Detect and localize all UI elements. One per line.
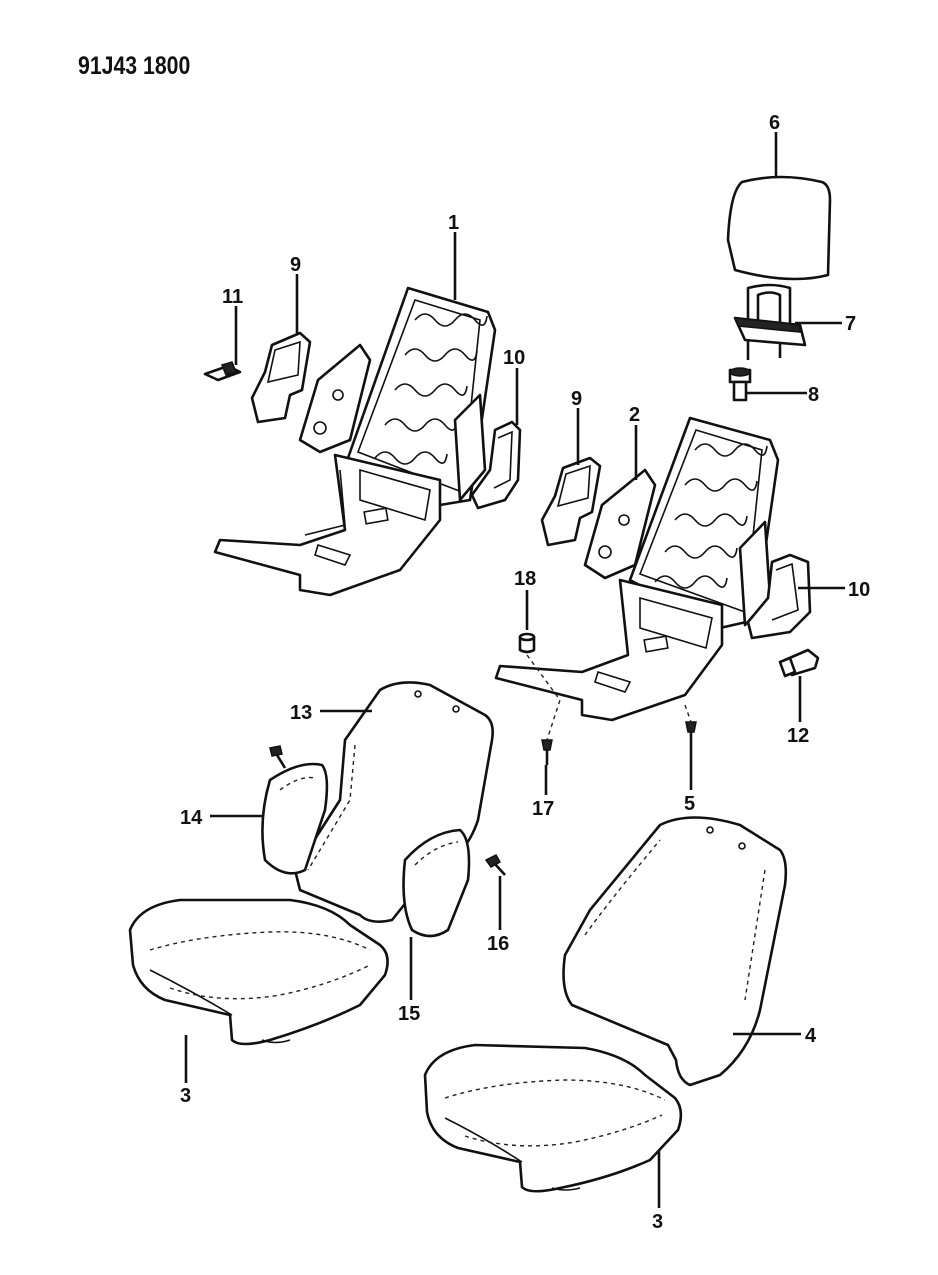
callout-10: 10 [848, 579, 870, 601]
callout-11: 11 [222, 286, 243, 308]
headrest-guide [733, 283, 807, 360]
callout-2: 2 [629, 404, 640, 426]
left-seat-frame [213, 286, 497, 597]
knob-12 [778, 648, 820, 678]
callout-10: 10 [503, 347, 525, 369]
side-bolster-14 [261, 762, 329, 875]
screw-14 [269, 745, 287, 769]
callout-14: 14 [180, 807, 203, 829]
callout-13: 13 [290, 702, 312, 724]
callout-labels: 1 2 3 3 4 5 6 7 8 9 9 10 10 11 12 13 14 … [180, 112, 870, 1233]
recliner-cover-9-left [250, 331, 312, 424]
headrest-sleeve [728, 367, 752, 402]
callout-3: 3 [652, 1211, 663, 1233]
seat-cushion-3-left [128, 898, 389, 1046]
callout-12: 12 [787, 725, 809, 747]
callout-4: 4 [805, 1025, 817, 1047]
seat-cushion-3-right [423, 1043, 683, 1193]
callout-7: 7 [845, 313, 856, 335]
callout-9: 9 [290, 254, 301, 276]
seat-back-assembly-4 [562, 816, 788, 1087]
callout-3: 3 [180, 1085, 191, 1107]
leader-lines [184, 132, 845, 1208]
right-seat-frame [494, 416, 780, 722]
side-bolster-15 [402, 828, 471, 938]
screw-17 [541, 739, 553, 765]
callout-8: 8 [808, 384, 819, 406]
callout-15: 15 [398, 1003, 420, 1025]
callout-5: 5 [684, 793, 695, 815]
recliner-cover-9-right [540, 456, 602, 547]
callout-17: 17 [532, 798, 554, 820]
diagram-code: 91J43 1800 [78, 52, 191, 80]
callout-16: 16 [487, 933, 509, 955]
cap-18 [518, 632, 536, 654]
recliner-cover-10-right [746, 553, 812, 640]
recliner-cover-10-left [470, 420, 522, 510]
callout-1: 1 [448, 212, 459, 234]
callout-6: 6 [769, 112, 780, 134]
callout-9: 9 [571, 388, 582, 410]
screw-16 [484, 854, 506, 876]
headrest [726, 175, 832, 281]
bolt-11 [203, 361, 242, 382]
callout-18: 18 [514, 568, 536, 590]
screw-5 [685, 721, 697, 745]
